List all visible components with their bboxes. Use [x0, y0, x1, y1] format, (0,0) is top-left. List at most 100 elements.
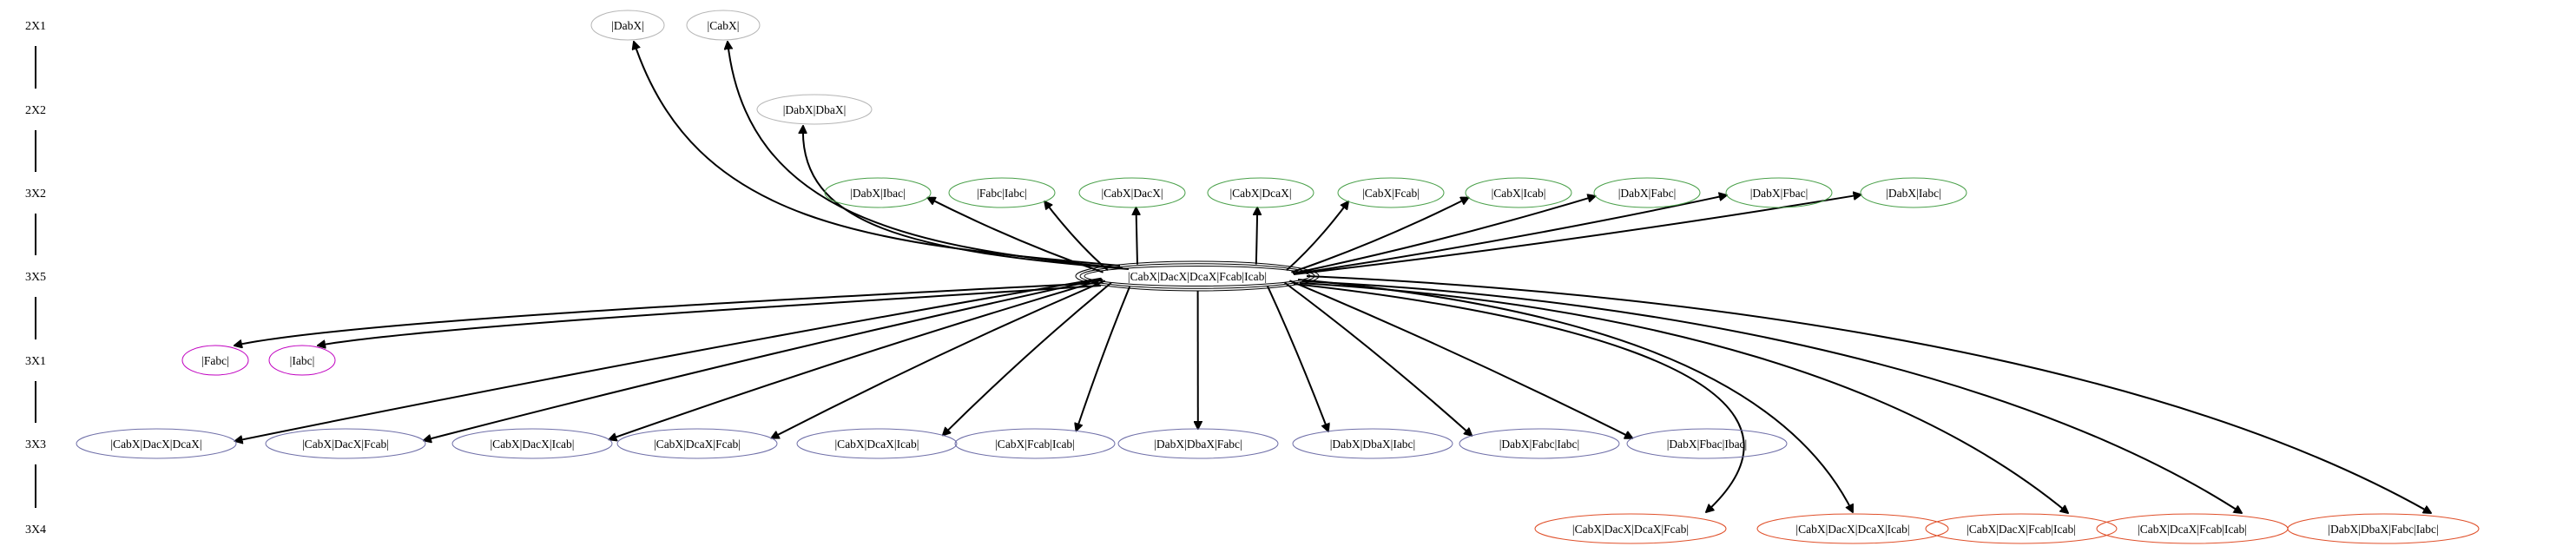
edge-center-to-n15 — [235, 277, 1102, 441]
node-ellipse — [1534, 513, 1727, 544]
node-label: |CabX|Icab| — [1492, 187, 1546, 200]
node-n14[interactable]: |Iabc| — [268, 345, 336, 376]
edge-center-to-n20 — [1077, 286, 1131, 431]
edge-center-to-n14 — [318, 285, 1102, 346]
node-n13[interactable]: |Fabc| — [181, 345, 249, 376]
node-n10[interactable]: |DabX|Fabc| — [1593, 177, 1701, 208]
edge-center-to-n9 — [1291, 198, 1468, 273]
edges-layer — [234, 42, 2431, 513]
node-n24[interactable]: |DabX|Fbac|Ibac| — [1626, 428, 1788, 459]
edge-center-to-n8 — [1286, 201, 1348, 272]
node-ellipse — [76, 428, 237, 459]
node-label: |DabX|DbaX|Iabc| — [1330, 438, 1416, 451]
node-n29[interactable]: |DabX|DbaX|Fabc|Iabc| — [2287, 513, 2480, 544]
node-n9[interactable]: |CabX|Icab| — [1465, 177, 1572, 208]
node-n16[interactable]: |CabX|DacX|Fcab| — [265, 428, 426, 459]
node-ellipse — [756, 94, 873, 125]
edge-center-to-n23 — [1284, 281, 1472, 436]
node-ellipse — [1725, 177, 1833, 208]
node-ellipse — [1337, 177, 1445, 208]
node-n20[interactable]: |CabX|Fcab|Icab| — [954, 428, 1116, 459]
node-ellipse — [686, 10, 761, 41]
node-label: |CabX|DcaX|Icab| — [834, 438, 919, 451]
edge-center-to-n25 — [1293, 283, 1745, 512]
node-n21[interactable]: |DabX|DbaX|Fabc| — [1117, 428, 1279, 459]
node-n18[interactable]: |CabX|DcaX|Fcab| — [616, 428, 778, 459]
node-label: |DabX| — [611, 19, 644, 32]
node-ellipse — [824, 177, 932, 208]
node-label: |DabX|Fbac| — [1750, 187, 1808, 200]
node-label: |DabX|Iabc| — [1886, 187, 1941, 200]
node-ellipse — [181, 345, 249, 376]
node-ellipse — [1626, 428, 1788, 459]
edge-center-to-n12 — [1294, 194, 1861, 275]
node-label: |CabX|DacX|Icab| — [490, 438, 574, 451]
edge-center-to-n17 — [609, 279, 1104, 439]
node-ellipse — [1593, 177, 1701, 208]
node-n15[interactable]: |CabX|DacX|DcaX| — [76, 428, 237, 459]
node-n11[interactable]: |DabX|Fbac| — [1725, 177, 1833, 208]
node-label: |DabX|DbaX|Fabc| — [1154, 438, 1242, 451]
node-ellipse — [948, 177, 1056, 208]
node-n12[interactable]: |DabX|Iabc| — [1860, 177, 1967, 208]
node-n6[interactable]: |CabX|DacX| — [1078, 177, 1186, 208]
edge-center-to-n4 — [928, 198, 1104, 273]
node-label: |DabX|DbaX|Fabc|Iabc| — [2328, 523, 2438, 536]
node-label: |CabX|DacX|DcaX|Fcab|Icab| — [1128, 270, 1267, 283]
edge-center-to-n10 — [1292, 196, 1595, 274]
center-node[interactable]: |CabX|DacX|DcaX|Fcab|Icab| — [1075, 260, 1320, 292]
edge-center-to-n16 — [424, 278, 1103, 440]
node-label: |CabX|DacX|Fcab|Icab| — [1967, 523, 2076, 536]
node-n17[interactable]: |CabX|DacX|Icab| — [451, 428, 613, 459]
node-n22[interactable]: |DabX|DbaX|Iabc| — [1292, 428, 1453, 459]
node-n5[interactable]: |Fabc|Iabc| — [948, 177, 1056, 208]
node-ellipse — [1860, 177, 1967, 208]
node-ellipse — [2287, 513, 2480, 544]
node-ellipse — [796, 428, 958, 459]
node-label: |CabX|DcaX| — [1229, 187, 1291, 200]
node-ellipse-inner — [1079, 263, 1315, 289]
node-n1[interactable]: |DabX| — [590, 10, 665, 41]
node-ellipse — [268, 345, 336, 376]
node-label: |CabX|DacX| — [1101, 187, 1163, 200]
node-ellipse — [1925, 513, 2118, 544]
node-label: |DabX|Fabc| — [1618, 187, 1677, 200]
rank-label-3x5: 3X5 — [25, 271, 46, 284]
edge-center-to-n13 — [234, 282, 1099, 346]
node-label: |CabX|DcaX|Fcab| — [654, 438, 741, 451]
edge-center-to-n1 — [634, 42, 1121, 267]
edge-center-to-n3 — [803, 126, 1130, 270]
edge-center-to-n2 — [728, 42, 1123, 269]
node-n2[interactable]: |CabX| — [686, 10, 761, 41]
node-ellipse — [1078, 177, 1186, 208]
node-label: |CabX|Fcab|Icab| — [995, 438, 1075, 451]
node-n4[interactable]: |DabX|Ibac| — [824, 177, 932, 208]
node-label: |DabX|Fbac|Ibac| — [1667, 438, 1748, 451]
rank-label-2x1: 2X1 — [25, 20, 46, 33]
edge-center-to-n6 — [1136, 207, 1138, 265]
rank-label-3x1: 3X1 — [25, 355, 46, 368]
node-n26[interactable]: |CabX|DacX|DcaX|Icab| — [1756, 513, 1949, 544]
node-ellipse — [1465, 177, 1572, 208]
node-ellipse — [1075, 260, 1320, 292]
node-n19[interactable]: |CabX|DcaX|Icab| — [796, 428, 958, 459]
node-label: |CabX|DcaX|Fcab|Icab| — [2138, 523, 2247, 536]
edge-center-to-n19 — [943, 282, 1112, 436]
node-label: |CabX|DacX|DcaX|Icab| — [1795, 523, 1909, 536]
node-n25[interactable]: |CabX|DacX|DcaX|Fcab| — [1534, 513, 1727, 544]
node-label: |Iabc| — [290, 354, 315, 367]
node-n28[interactable]: |CabX|DcaX|Fcab|Icab| — [2096, 513, 2289, 544]
node-n3[interactable]: |DabX|DbaX| — [756, 94, 873, 125]
node-label: |CabX|DacX|DcaX|Fcab| — [1572, 523, 1689, 536]
edge-center-to-n7 — [1256, 207, 1257, 265]
node-label: |Fabc| — [201, 354, 229, 367]
node-n7[interactable]: |CabX|DcaX| — [1207, 177, 1314, 208]
node-n27[interactable]: |CabX|DacX|Fcab|Icab| — [1925, 513, 2118, 544]
node-n8[interactable]: |CabX|Fcab| — [1337, 177, 1445, 208]
rank-label-3x4: 3X4 — [25, 523, 46, 537]
node-n23[interactable]: |DabX|Fabc|Iabc| — [1459, 428, 1620, 459]
node-ellipse — [590, 10, 665, 41]
rank-label-3x2: 3X2 — [25, 188, 46, 201]
node-label: |CabX|DacX|Fcab| — [302, 438, 389, 451]
